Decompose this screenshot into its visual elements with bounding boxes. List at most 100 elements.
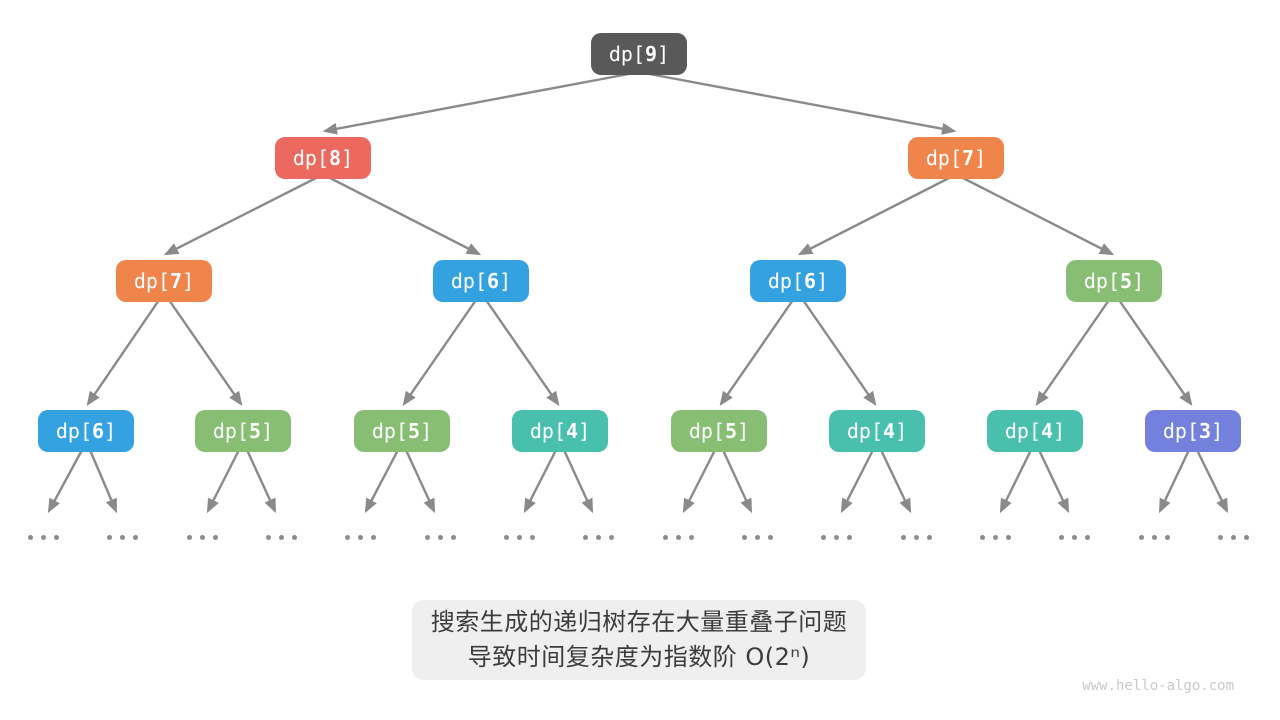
ellipsis-dot [503,534,509,540]
tree-edge [206,449,241,514]
tree-edge [682,449,717,514]
tree-edge [47,449,84,514]
tree-edge [802,299,877,406]
tree-edge [327,175,482,256]
ellipsis [424,534,456,540]
ellipsis-dot [595,534,601,540]
ellipsis-dot [529,534,535,540]
tree-edge [719,299,794,406]
ellipsis-dot [926,534,932,540]
ellipsis-dot [992,534,998,540]
watermark: www.hello-algo.com [1082,678,1234,694]
tree-edge [88,449,118,514]
ellipsis-dot [370,534,376,540]
tree-edge [86,299,160,406]
tree-edge [960,175,1115,256]
ellipsis-dot [344,534,350,540]
ellipsis-dot [662,534,668,540]
ellipsis [265,534,297,540]
ellipsis-dot [212,534,218,540]
ellipsis-dot [40,534,46,540]
ellipsis-dot [582,534,588,540]
ellipsis-dot [741,534,747,540]
ellipsis-dot [186,534,192,540]
ellipsis-dot [820,534,826,540]
ellipsis-dot [199,534,205,540]
tree-node-dp3: dp[3] [1145,410,1241,452]
ellipsis [27,534,59,540]
tree-node-dp6: dp[6] [433,260,529,302]
ellipsis-dot [1243,534,1249,540]
ellipsis-dot [675,534,681,540]
tree-node-dp6: dp[6] [750,260,846,302]
tree-edge [797,175,952,256]
ellipsis [662,534,694,540]
ellipsis [186,534,218,540]
ellipsis-dot [754,534,760,540]
tree-edge [1158,449,1191,514]
tree-node-dp7: dp[7] [908,137,1004,179]
tree-edge [1195,449,1229,514]
tree-node-dp4: dp[4] [829,410,925,452]
ellipsis [1058,534,1090,540]
tree-edge [1035,299,1110,406]
ellipsis-dot [450,534,456,540]
ellipsis-dot [1217,534,1223,540]
tree-edge [245,449,277,514]
ellipsis [503,534,535,540]
tree-edge [523,449,558,514]
ellipsis [900,534,932,540]
ellipsis-dot [913,534,919,540]
tree-node-dp4: dp[4] [512,410,608,452]
ellipsis-dot [979,534,985,540]
ellipsis [1217,534,1249,540]
caption-line-1: 搜索生成的递归树存在大量重叠子问题 [430,608,848,636]
ellipsis-dot [1151,534,1157,540]
ellipsis-dot [767,534,773,540]
tree-node-dp5: dp[5] [671,410,767,452]
ellipsis-dot [1084,534,1090,540]
tree-node-dp7: dp[7] [116,260,212,302]
ellipsis-dot [119,534,125,540]
caption-line-2: 导致时间复杂度为指数阶 O(2ⁿ) [467,643,811,671]
ellipsis-dot [27,534,33,540]
tree-node-dp6: dp[6] [38,410,134,452]
ellipsis-dot [1138,534,1144,540]
tree-edge [879,449,912,514]
ellipsis-dot [265,534,271,540]
tree-node-dp5: dp[5] [354,410,450,452]
tree-edge [322,71,635,135]
tree-edge [364,449,400,514]
tree-node-dp5: dp[5] [195,410,291,452]
tree-node-dp9: dp[9] [591,33,687,75]
ellipsis-dot [424,534,430,540]
ellipsis [344,534,376,540]
tree-edge [163,175,319,256]
ellipsis-dot [278,534,284,540]
ellipsis-dot [106,534,112,540]
ellipsis [979,534,1011,540]
tree-edge [721,449,753,514]
tree-edge [168,299,243,406]
tree-node-dp5: dp[5] [1066,260,1162,302]
tree-edge [562,449,594,514]
ellipsis-dot [357,534,363,540]
ellipsis-dot [833,534,839,540]
ellipsis-dot [1230,534,1236,540]
ellipsis-dot [846,534,852,540]
tree-node-dp8: dp[8] [275,137,371,179]
ellipsis-dot [1164,534,1170,540]
tree-node-dp4: dp[4] [987,410,1083,452]
tree-edge [840,449,875,514]
ellipsis-dot [516,534,522,540]
caption-box: 搜索生成的递归树存在大量重叠子问题 导致时间复杂度为指数阶 O(2ⁿ) [412,600,866,680]
ellipsis-dot [608,534,614,540]
tree-edge [1118,299,1193,406]
ellipsis-dot [1071,534,1077,540]
ellipsis-dot [1005,534,1011,540]
ellipsis [1138,534,1170,540]
ellipsis-dot [1058,534,1064,540]
tree-edge [485,299,560,406]
